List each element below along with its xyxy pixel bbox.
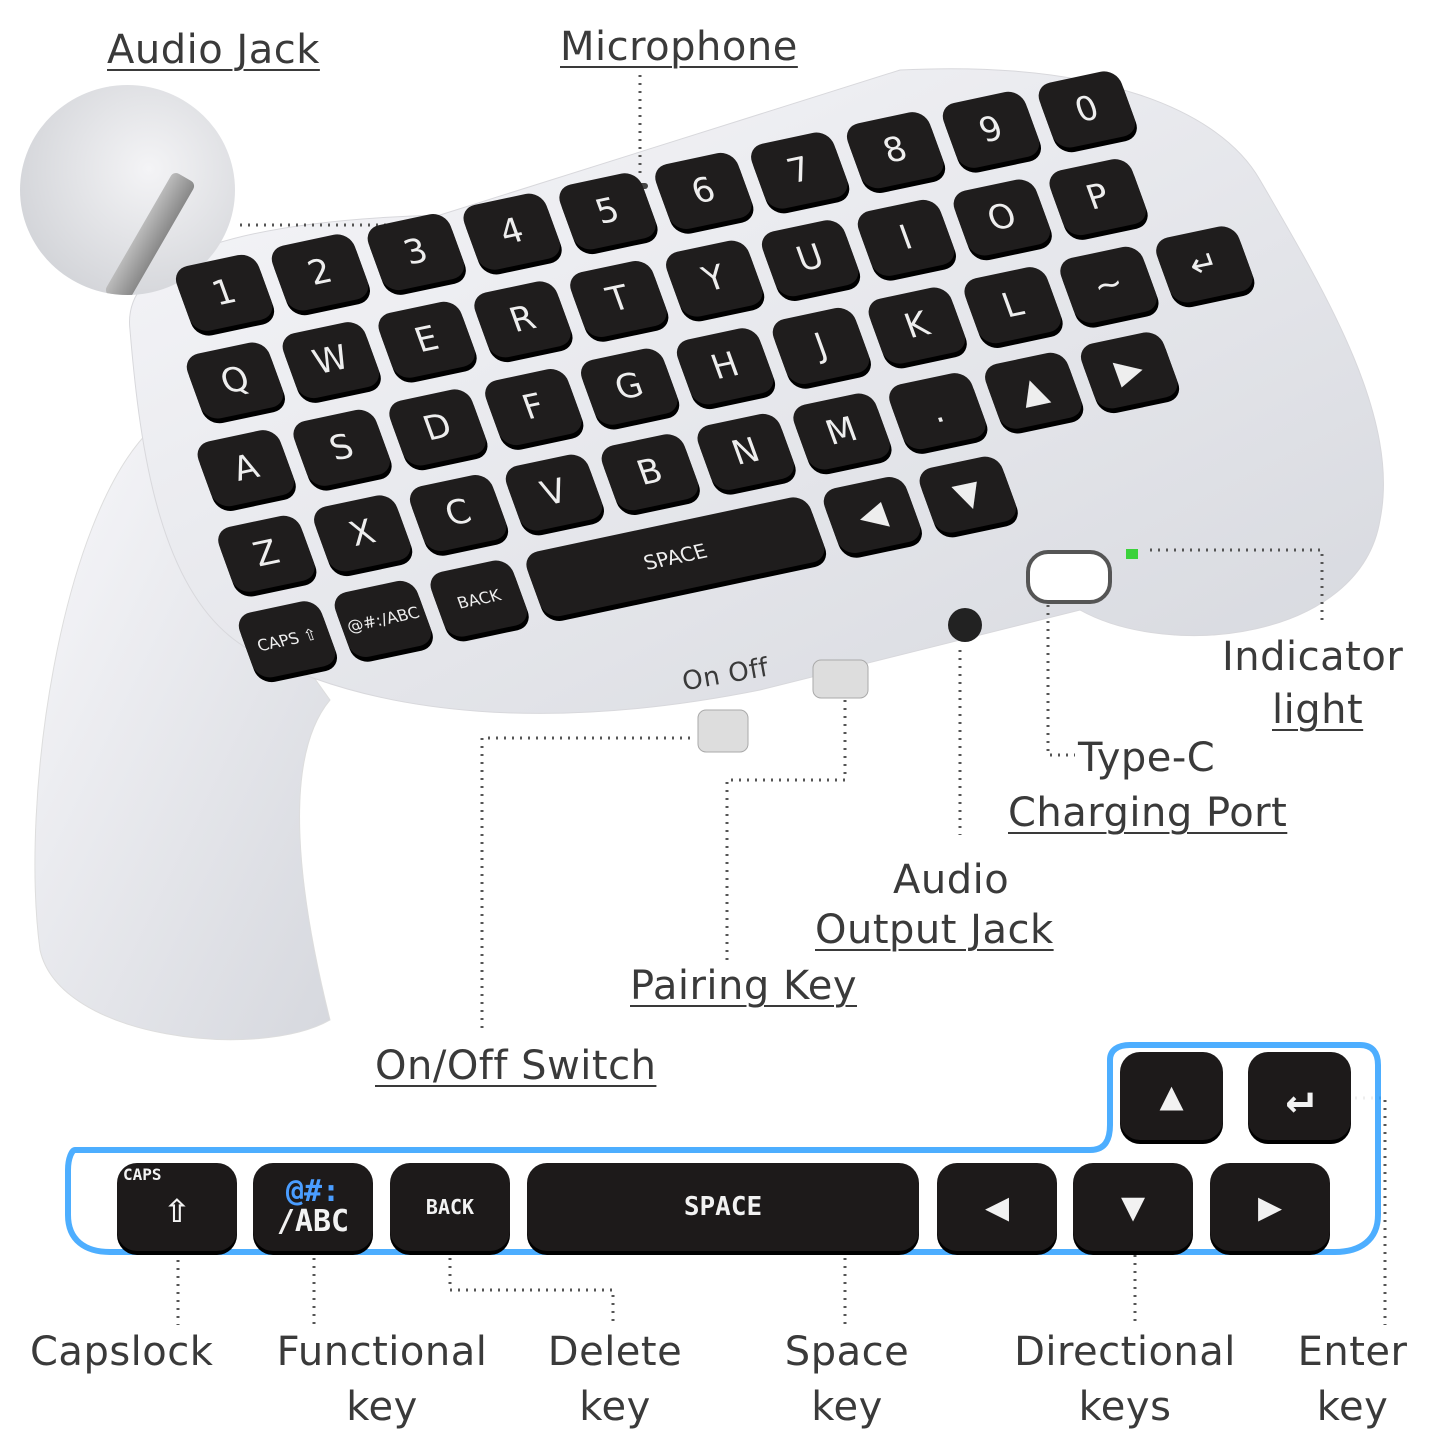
audio-jack-closeup	[20, 85, 235, 295]
key: X	[309, 492, 416, 575]
key: T	[565, 258, 672, 341]
on-off-switch	[697, 709, 749, 753]
key: Q	[182, 339, 288, 422]
label-enter: Enter	[1297, 1329, 1408, 1375]
key-functional: @#:/ABC	[253, 1163, 373, 1251]
key: L	[959, 264, 1066, 347]
label-audio-jack: Audio Jack	[107, 27, 320, 73]
key: Y	[661, 237, 768, 320]
key: N	[692, 410, 799, 493]
key: E	[373, 298, 480, 381]
key: K	[864, 284, 970, 367]
key-caps: CAPS⇧	[117, 1163, 237, 1251]
key: C	[405, 472, 511, 555]
key: B	[597, 431, 703, 514]
label-output-jack: Output Jack	[815, 907, 1054, 953]
key: ▲	[980, 349, 1087, 432]
key-left: ◀	[937, 1163, 1057, 1251]
key: ▶	[1076, 329, 1182, 412]
label-indicator: Indicator	[1222, 634, 1404, 680]
label-audio: Audio	[893, 857, 1010, 903]
label-pairing-key: Pairing Key	[630, 963, 857, 1009]
type-c-port	[1026, 550, 1112, 604]
label-directional-keys: keys	[1078, 1384, 1172, 1430]
label-delete-key: key	[579, 1384, 651, 1430]
label-on-off-switch: On/Off Switch	[375, 1043, 657, 1089]
key: O	[949, 176, 1055, 259]
key-back: BACK	[390, 1163, 510, 1251]
key: I	[853, 196, 959, 279]
indicator-light	[1126, 549, 1138, 559]
key-space: SPACE	[527, 1163, 919, 1251]
key: @#:/ABC	[330, 577, 436, 660]
key: J	[768, 304, 874, 387]
label-functional-key: key	[346, 1384, 418, 1430]
key-up: ▲	[1120, 1052, 1223, 1140]
key: .	[884, 370, 991, 453]
key: D	[384, 386, 491, 469]
pairing-key	[812, 659, 869, 699]
leader-lines	[176, 75, 1387, 1325]
key: G	[576, 345, 683, 428]
key-right: ▶	[1210, 1163, 1330, 1251]
key: H	[672, 325, 778, 408]
key: S	[288, 406, 395, 489]
key: ~	[1055, 243, 1162, 326]
key: ▼	[915, 453, 1021, 536]
key: BACK	[425, 557, 532, 640]
key: W	[278, 319, 384, 402]
key: F	[480, 366, 587, 449]
label-capslock: Capslock	[30, 1329, 214, 1375]
key: M	[788, 390, 895, 473]
label-delete: Delete	[547, 1329, 683, 1375]
label-space-key: key	[811, 1384, 883, 1430]
audio-output-jack	[948, 608, 982, 642]
key: P	[1044, 156, 1151, 239]
key-enter: ↵	[1248, 1052, 1351, 1140]
key: ↵	[1151, 223, 1258, 306]
label-enter-key: key	[1316, 1384, 1389, 1430]
key: V	[501, 451, 607, 534]
label-microphone: Microphone	[560, 24, 798, 70]
label-indicator-light: light	[1272, 687, 1364, 733]
label-type-c: Type-C	[1078, 735, 1216, 781]
label-functional: Functional	[276, 1329, 488, 1375]
key: R	[469, 278, 576, 361]
key-down: ▼	[1073, 1163, 1193, 1251]
label-space: Space	[784, 1329, 910, 1375]
key: U	[757, 217, 863, 300]
key: ◀	[819, 474, 925, 557]
label-charging-port: Charging Port	[1008, 790, 1288, 836]
label-directional: Directional	[1014, 1329, 1236, 1375]
